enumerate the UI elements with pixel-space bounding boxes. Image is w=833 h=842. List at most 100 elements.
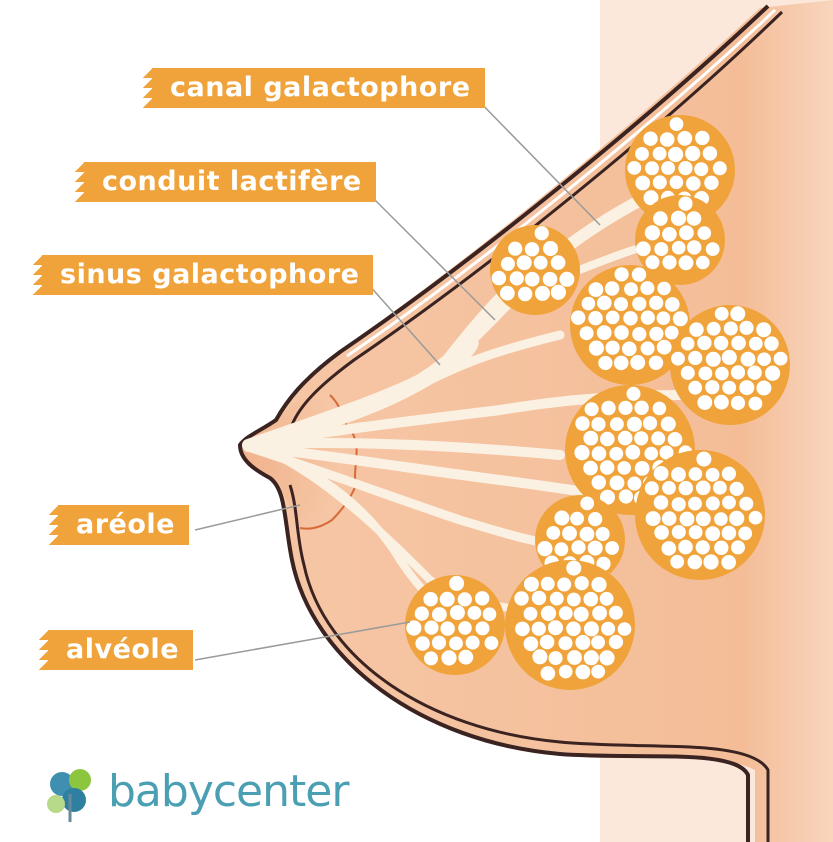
alveolus bbox=[644, 447, 658, 461]
alveolus bbox=[685, 146, 700, 161]
alveolus bbox=[695, 131, 709, 145]
alveolus bbox=[524, 577, 539, 592]
alveolus bbox=[543, 241, 558, 256]
alveolus bbox=[634, 431, 648, 445]
alveolus bbox=[704, 176, 718, 190]
alveolus bbox=[657, 311, 671, 325]
alveolus bbox=[440, 621, 454, 635]
alveolus bbox=[614, 297, 628, 311]
alveolus bbox=[662, 541, 677, 556]
babycenter-logo: babycenter bbox=[40, 758, 360, 828]
alveolus bbox=[551, 285, 566, 300]
label-sinus-galactophore: sinus galactophore bbox=[42, 255, 373, 295]
alveolus bbox=[657, 282, 671, 296]
alveolus bbox=[549, 651, 563, 665]
alveolus bbox=[600, 432, 615, 447]
alveolus bbox=[689, 467, 703, 481]
alveolus bbox=[591, 417, 605, 431]
alveolus bbox=[450, 605, 465, 620]
alveolus bbox=[654, 525, 669, 540]
alveolus bbox=[739, 321, 753, 335]
alveolus bbox=[713, 161, 727, 175]
alveolus bbox=[641, 311, 655, 325]
alveolus bbox=[627, 387, 641, 401]
alveolus bbox=[557, 578, 571, 592]
alveolus bbox=[601, 622, 615, 636]
alveolus bbox=[688, 555, 703, 570]
alveolus bbox=[679, 225, 694, 240]
alveolus bbox=[705, 526, 720, 541]
alveolus bbox=[749, 511, 763, 525]
alveolus bbox=[654, 466, 669, 481]
alveolus bbox=[672, 497, 686, 511]
alveolus bbox=[672, 241, 686, 255]
alveolus bbox=[598, 356, 612, 370]
alveolus bbox=[670, 117, 684, 131]
alveolus bbox=[635, 176, 650, 191]
alveolus bbox=[764, 336, 778, 350]
alveolus bbox=[601, 401, 615, 415]
alveolus bbox=[441, 650, 456, 665]
alveolus bbox=[518, 287, 532, 301]
alveolus bbox=[662, 255, 676, 269]
alveolus bbox=[449, 637, 463, 651]
alveolus bbox=[525, 272, 540, 287]
alveolus bbox=[678, 540, 693, 555]
alveolus bbox=[415, 607, 429, 621]
alveolus bbox=[653, 147, 667, 161]
alveolus bbox=[432, 636, 446, 650]
alveolus bbox=[668, 147, 683, 162]
alveolus bbox=[671, 467, 686, 482]
alveolus bbox=[636, 241, 651, 256]
alveolus bbox=[541, 666, 556, 681]
alveolus bbox=[696, 452, 711, 467]
alveolus bbox=[614, 325, 629, 340]
alveolus bbox=[646, 255, 660, 269]
alveolus bbox=[458, 592, 472, 606]
alveolus bbox=[653, 211, 668, 226]
alveolus bbox=[635, 461, 650, 476]
alveolus bbox=[583, 431, 598, 446]
alveolus bbox=[677, 131, 692, 146]
alveolus bbox=[662, 481, 676, 495]
alveolus bbox=[458, 650, 473, 665]
alveolus bbox=[662, 511, 677, 526]
alveolus bbox=[535, 226, 549, 240]
alveolus bbox=[580, 497, 594, 511]
alveolus bbox=[632, 267, 646, 281]
alveolus bbox=[722, 526, 737, 541]
alveolus bbox=[641, 341, 655, 355]
alveolus bbox=[654, 495, 669, 510]
alveolus bbox=[722, 467, 736, 481]
alveolus bbox=[698, 226, 712, 240]
alveolus bbox=[600, 460, 614, 474]
alveolus bbox=[653, 175, 667, 189]
alveolus bbox=[574, 607, 589, 622]
alveolus bbox=[627, 417, 642, 432]
alveolus bbox=[591, 636, 605, 650]
alveolus bbox=[610, 417, 624, 431]
alveolus bbox=[534, 256, 548, 270]
alveolus bbox=[661, 417, 676, 432]
alveolus bbox=[662, 227, 677, 242]
alveolus bbox=[645, 161, 659, 175]
alveolus bbox=[596, 527, 610, 541]
alveolus bbox=[532, 622, 546, 636]
alveolus bbox=[575, 635, 590, 650]
alveolus bbox=[524, 637, 539, 652]
alveolus bbox=[500, 286, 515, 301]
alveolus bbox=[475, 591, 489, 605]
alveolus bbox=[525, 242, 539, 256]
alveolus bbox=[696, 256, 710, 270]
alveolus bbox=[562, 526, 577, 541]
babycenter-logo-text: babycenter bbox=[108, 766, 348, 817]
alveolus bbox=[555, 542, 569, 556]
alveolus bbox=[559, 665, 573, 679]
alveolus bbox=[671, 352, 685, 366]
label-canal-galactophore: canal galactophore bbox=[152, 68, 485, 108]
alveolus bbox=[559, 606, 573, 620]
alveolus bbox=[514, 591, 528, 605]
alveolus bbox=[476, 621, 490, 635]
